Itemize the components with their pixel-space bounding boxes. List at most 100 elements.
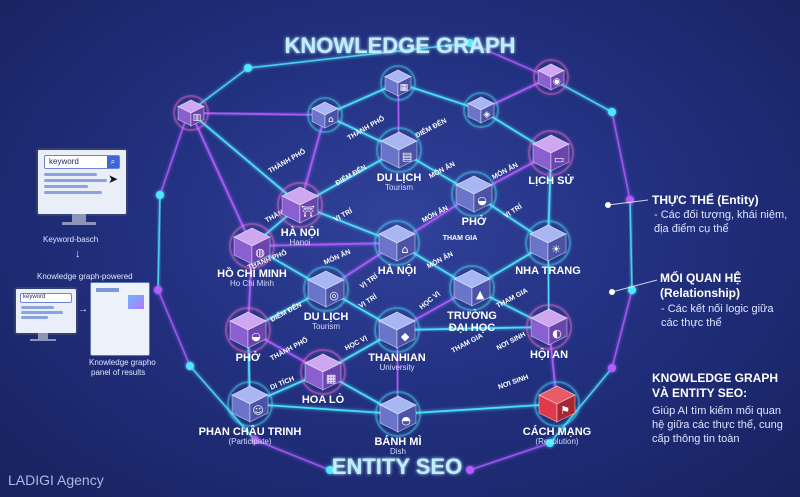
edge-label: MÓN ĂN [322,247,352,267]
ring-edge [247,42,471,69]
callout-dot [609,289,615,295]
graph-edge [397,82,482,111]
person-icon: ☺ [252,404,263,417]
entity-description: - Các đối tượng, khái niệm, địa điểm cụ … [654,209,788,235]
node-sublabel: Tourism [385,183,413,192]
ring-node [546,439,554,447]
edge-label: NƠI SINH [496,331,527,352]
entity-heading: THỰC THỂ (Entity) [652,193,759,207]
kg-seo-description: Giúp AI tìm kiếm mối quan hệ giữa các th… [652,405,783,445]
desktop-monitor: keyword ⌕ ➤ [36,148,128,216]
entity-node-top3[interactable]: ▦ [380,65,416,101]
ring-edge [159,112,189,196]
globe-icon: ◎ [329,289,339,302]
node-label: PHỞ [462,215,487,228]
entity-node-top5[interactable]: ◉ [533,59,569,95]
node-label: HOA LÒ [302,393,345,406]
edge-label: THAM GIA [495,287,529,309]
graph-edge [396,326,550,331]
flag-icon: ⚑ [560,404,570,417]
entity-node-top1[interactable]: ▥ [173,95,209,131]
entity-node-nha-trang[interactable]: ☀ NHA TRANG [515,220,581,277]
node-label: HỒ CHÍ MINH [217,267,287,280]
graph-edge [190,112,326,116]
graph-edge [190,112,301,206]
ring-node [156,191,164,199]
caption-keyword-based: Keyword-basch [43,235,99,244]
entity-node-hoi-an[interactable]: ◐HỘI AN [526,304,572,361]
ring-edge [254,439,331,471]
ring-node [608,364,616,372]
ring-node [244,64,252,72]
graph-edge [397,403,558,415]
ring-node [608,108,616,116]
search-box: keyword ⌕ [44,155,120,169]
search-icon: ⌕ [107,156,119,168]
kg-seo-heading-1: KNOWLEDGE GRAPH [652,371,778,385]
node-label: PHỞ [236,351,261,364]
node-label: ĐẠI HỌC [449,322,496,334]
entity-node-hoa-lo[interactable]: ▦ HOA LÒ [300,349,346,406]
beach-icon: ☀ [551,243,561,256]
ring-edge [469,442,551,471]
relationship-description: - Các kết nối logic giữa các thực thể [661,303,774,329]
node-label: PHAN CHÂU TRINH [199,425,302,438]
book-icon: ▭ [554,153,564,166]
prison-icon: ▦ [326,372,336,385]
ring-node [186,362,194,370]
node-label: HỘI AN [530,348,568,361]
entity-node-top4[interactable]: ◈ [463,92,499,128]
node-sublabel: Tourism [312,322,340,331]
entity-node-lich-su[interactable]: ▭LỊCH SỬ [528,130,574,187]
landmark-icon: ⌂ [402,243,409,256]
callout-line [607,199,649,206]
ring-edge [157,194,161,291]
node-label: NHA TRANG [515,265,581,277]
entity-node-cach-mang[interactable]: ⚑CÁCH MẠNG(Revolution) [523,381,591,446]
relationship-heading-1: MỐI QUAN HỆ [660,271,742,285]
entity-node-pho-1[interactable]: ◒PHỞ [451,171,497,228]
ring-node [251,436,259,444]
node-sublabel: Hanoi [290,238,311,247]
ring-edge [189,365,256,441]
small-monitor: keyword [14,287,78,335]
bread-icon: ◓ [401,414,411,427]
ring-edge [611,289,633,369]
node-sublabel: Dish [390,447,406,456]
node-label: DU LỊCH [304,311,349,323]
arrow-right-icon: → [78,304,88,315]
node-sublabel: (Participate) [228,437,271,446]
node-sublabel: Ho Chi Minh [230,279,274,288]
edge-label: THAM GIA [443,235,478,242]
entity-node-pho-2[interactable]: ◒PHỞ [225,307,271,364]
search-input: keyword [49,157,79,166]
ring-edge [629,199,633,291]
caption-kg-panel-2: panel of results [91,368,146,377]
entity-node-ha-noi-center[interactable]: ⌂HÀ NỘI [374,220,420,277]
ring-node [154,286,162,294]
kg-seo-heading-2: VÀ ENTITY SEO: [652,386,748,400]
ring-edge [549,367,613,444]
entity-node-top2[interactable]: ⌂ [307,97,343,133]
node-sublabel: University [379,363,414,372]
luggage-icon: ▤ [402,150,412,163]
caption-kg-panel-1: Knowledge grapho [89,358,156,367]
relationship-heading-2: (Relationship) [660,286,740,300]
cursor-icon: ➤ [107,172,118,186]
entity-node-phan-chau-trinh[interactable]: ☺ PHAN CHÂU TRINH(Participate) [199,381,302,446]
edge-label: ĐIỂM ĐẾN [333,162,368,188]
mini-search-input: keyword [23,294,46,300]
map-icon: ◈ [483,110,490,120]
ring-node [628,286,636,294]
caption-kg-powered: Knowledge graph-powered [37,272,133,281]
node-label: TRƯỜNG [447,309,497,322]
arrow-down-icon: ↓ [75,248,81,260]
